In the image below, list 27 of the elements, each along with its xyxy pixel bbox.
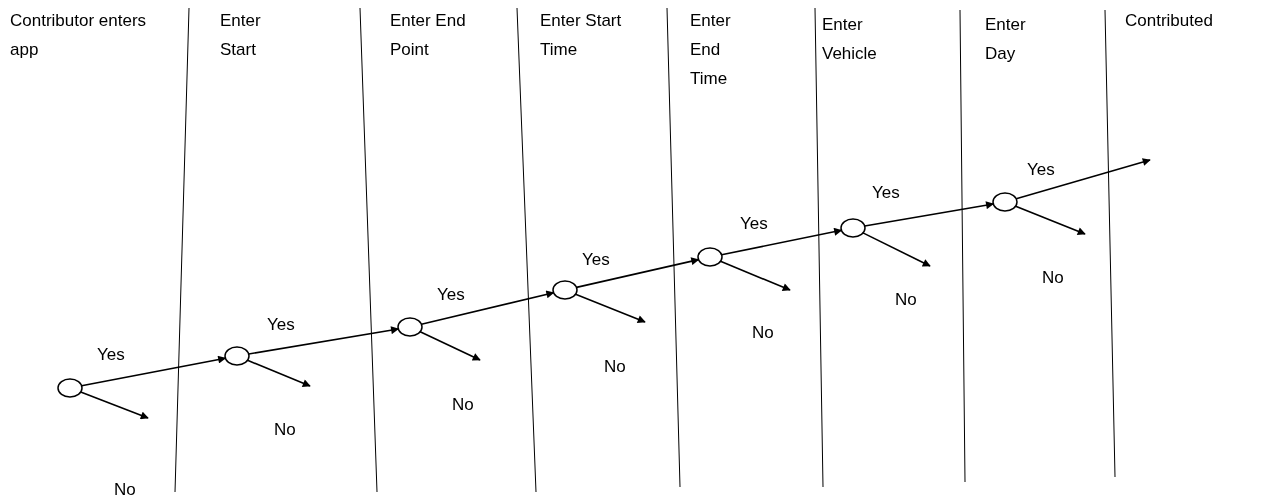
column-heading: Contributor enters app (10, 10, 148, 61)
arrow (862, 232, 931, 267)
arrow (1015, 158, 1151, 200)
arrow (80, 355, 227, 387)
circle-node (552, 280, 578, 300)
column-heading: Enter Vehicle (822, 14, 878, 65)
arrow (246, 359, 311, 387)
arrow (420, 290, 555, 326)
circle-node (397, 317, 423, 337)
arrow (863, 201, 995, 227)
arrow (247, 326, 400, 355)
arrow (720, 227, 843, 256)
column-heading: Enter Start (220, 10, 262, 61)
column-heading: Contributed (1125, 10, 1214, 32)
column-heading: Enter Day (985, 14, 1027, 65)
column-heading: Enter End Point (390, 10, 467, 61)
arrow (719, 260, 791, 291)
arrow (575, 257, 700, 289)
column-heading: Enter End Time (690, 10, 732, 90)
column-heading: Enter Start Time (540, 10, 623, 61)
arrow (419, 331, 481, 361)
circle-node (57, 378, 83, 398)
circle-node (992, 192, 1018, 212)
circle-node (224, 346, 250, 366)
edge-label: No (112, 480, 138, 497)
circle-node (840, 218, 866, 238)
circle-node (697, 247, 723, 267)
